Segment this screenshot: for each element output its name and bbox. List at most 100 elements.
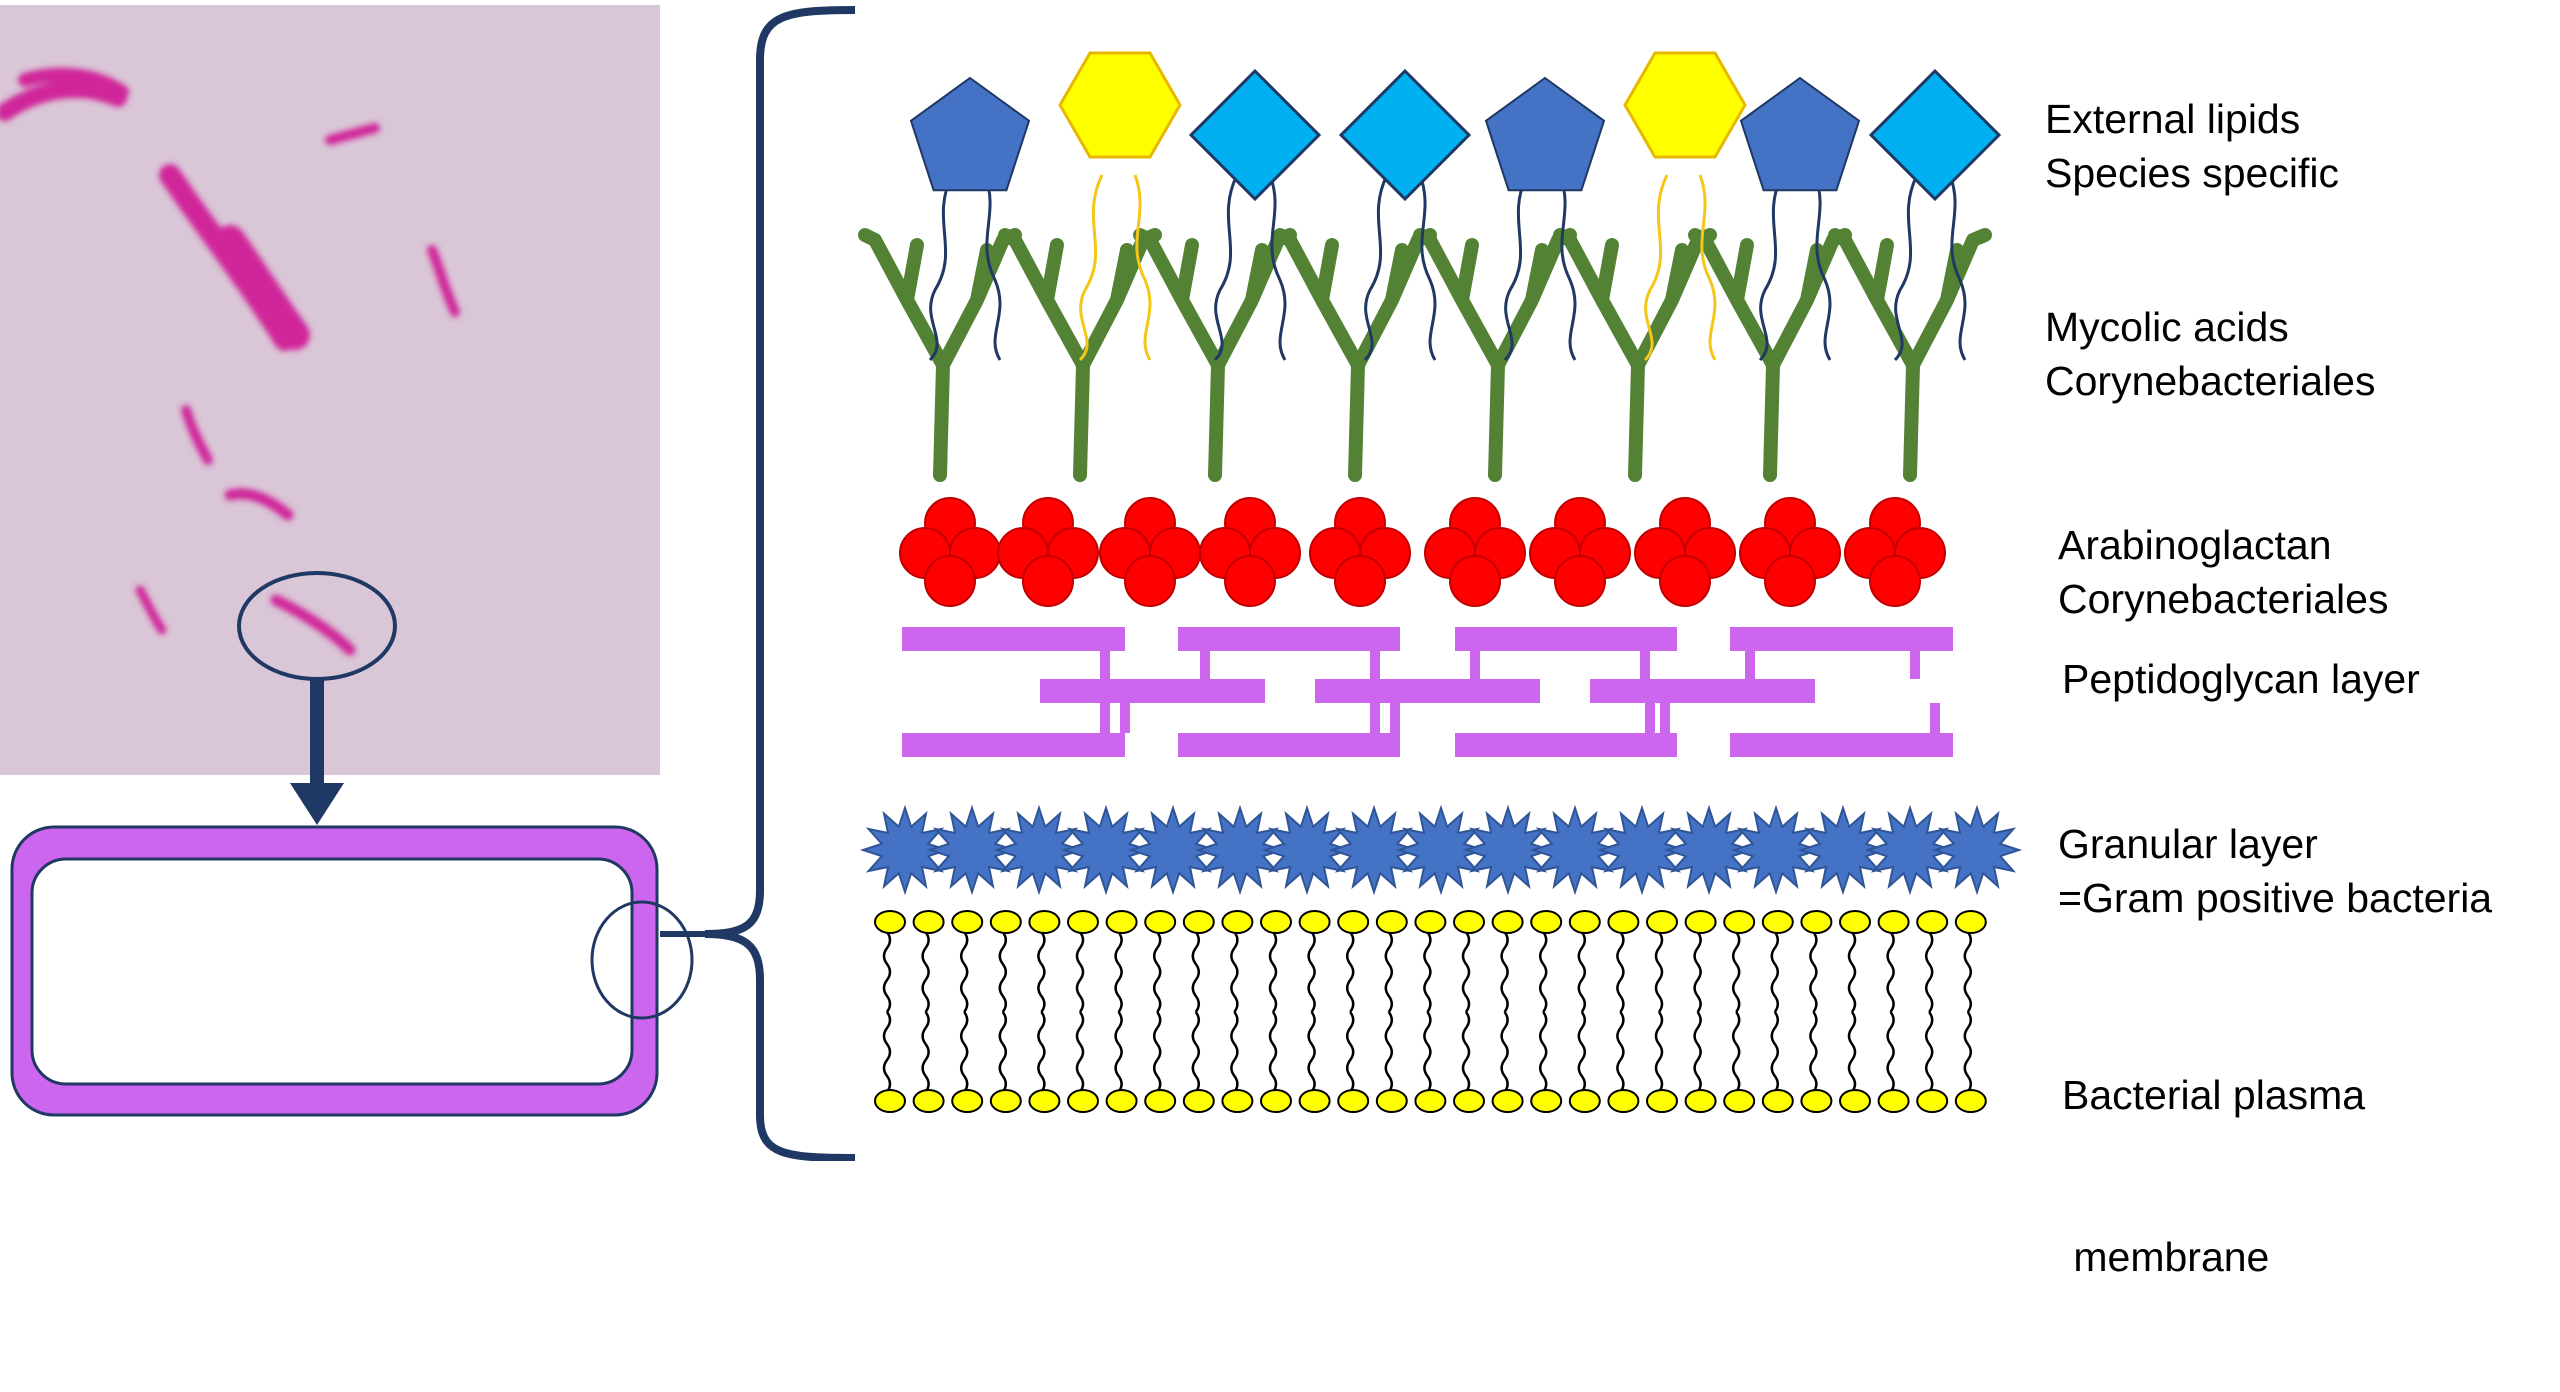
lipid-tail [1345, 1011, 1355, 1093]
lipid-tail [1654, 931, 1664, 1013]
zoom-circle-cell [590, 900, 694, 1020]
lipid-tail [1268, 174, 1287, 361]
label-external-lipids: External lipids Species specific [2045, 92, 2339, 200]
glycan-strand [1455, 627, 1677, 651]
arabinogalactan-layer [899, 497, 1946, 607]
lipid-tail [1963, 1011, 1973, 1093]
label-line: Granular layer [2058, 821, 2318, 867]
lipid-tail [1307, 931, 1316, 1013]
lipid-tail [1418, 174, 1437, 361]
glycan-strand [1590, 679, 1815, 703]
phospholipid-head [1453, 1089, 1485, 1113]
peptide-crosslink [1910, 651, 1920, 679]
granular-star [1797, 804, 1889, 896]
granular-star [1529, 804, 1621, 896]
lipid-tail [1152, 931, 1162, 1013]
phospholipid-head [1646, 1089, 1678, 1113]
granular-star [1395, 804, 1487, 896]
diamond-head [1188, 68, 1322, 202]
phospholipid-head [1954, 1089, 1987, 1113]
peptide-crosslink [1470, 651, 1480, 679]
lipid-tail [1809, 1011, 1818, 1093]
mycolic-acid [1553, 228, 1717, 482]
phospholipid-head [1221, 1089, 1254, 1113]
phospholipid-head [1221, 910, 1254, 934]
sugar-unit [1764, 555, 1816, 607]
label-line: Corynebacteriales [2045, 358, 2376, 404]
phospholipid-head [1260, 1089, 1292, 1113]
lipid-tail [1963, 931, 1973, 1013]
lipid-tail [983, 174, 1002, 361]
bacterium-rod [181, 405, 213, 465]
bacterium-clump-4 [215, 225, 310, 350]
phospholipid-head [1453, 910, 1485, 934]
phospholipid-head [1568, 1089, 1601, 1113]
granular-star [1730, 804, 1822, 896]
lipid-tail [1770, 931, 1780, 1013]
peptide-crosslink [1390, 703, 1400, 733]
label-line: Species specific [2045, 150, 2339, 196]
lipid-tail [1133, 174, 1152, 361]
lipid-tail [1538, 931, 1548, 1013]
lipid-tail [1538, 1011, 1548, 1093]
phospholipid-head [1607, 1089, 1640, 1113]
lipid-tail [1461, 931, 1471, 1013]
peptide-crosslink [1930, 703, 1940, 733]
lipid-tail [1731, 931, 1741, 1013]
lipid-tail [1770, 1011, 1780, 1093]
glycan-strand [1178, 733, 1400, 757]
phospholipid-head [1298, 1089, 1331, 1113]
micrograph-panel [0, 5, 660, 775]
cell-envelope-figure: External lipids Species specific Mycolic… [0, 5, 2492, 1280]
phospholipid-head [1414, 910, 1447, 934]
phospholipid-head [1568, 910, 1601, 934]
granular-star [859, 804, 951, 896]
granular-star [993, 804, 1085, 896]
glycan-strand [1315, 679, 1540, 703]
lipid-tail [1213, 174, 1239, 362]
phospholipid-head [1375, 1089, 1408, 1113]
phospholipid-head [874, 1089, 906, 1113]
phospholipid-head [1723, 1089, 1756, 1113]
phospholipid-head [1105, 910, 1138, 934]
lipid-tail [1577, 1011, 1587, 1093]
phospholipid-head [1491, 910, 1524, 934]
phospholipid-head [1954, 910, 1987, 934]
label-plasma-membrane: Bacterial plasma membrane [2062, 960, 2365, 1392]
lipid-tail [1075, 1011, 1085, 1093]
hexagon-head [1058, 51, 1182, 159]
lipid-tail [1423, 931, 1432, 1013]
label-line: Corynebacteriales [2058, 576, 2389, 622]
lipid-tail [1693, 931, 1702, 1013]
label-mycolic-acids: Mycolic acids Corynebacteriales [2045, 300, 2375, 408]
sugar-unit [1334, 555, 1386, 607]
mycolic-acid [1688, 228, 1852, 482]
phospholipid-head [1916, 1089, 1949, 1113]
phospholipid-head [1607, 910, 1640, 934]
lipid-tail [1886, 931, 1895, 1013]
phospholipid-head [1916, 910, 1949, 934]
peptide-crosslink [1120, 703, 1130, 733]
lipid-tail [1307, 1011, 1316, 1093]
sugar-unit [1554, 555, 1606, 607]
phospholipid-head [1182, 910, 1215, 934]
peptide-crosslink [1370, 703, 1380, 733]
lipid-tail [1893, 174, 1919, 362]
sugar-unit [1224, 555, 1276, 607]
peptide-crosslink [1100, 703, 1110, 733]
granular-star [1328, 804, 1420, 896]
lipid-tail [1191, 1011, 1201, 1093]
peptide-crosslink [1745, 651, 1755, 679]
lipid-tail [959, 931, 969, 1013]
lipid-tail [959, 1011, 969, 1093]
phospholipid-head [1530, 1089, 1563, 1113]
lipid-tail [1384, 931, 1394, 1013]
phospholipid-head [1337, 910, 1370, 934]
bacterium-clump-2 [18, 67, 129, 99]
phospholipid-head [1839, 910, 1871, 934]
cell-envelope-diagram [0, 5, 2023, 1162]
peptide-crosslink [1660, 703, 1670, 733]
cell-interior [30, 857, 634, 1086]
glycan-strand [902, 627, 1125, 651]
lipid-tail [1423, 1011, 1432, 1093]
